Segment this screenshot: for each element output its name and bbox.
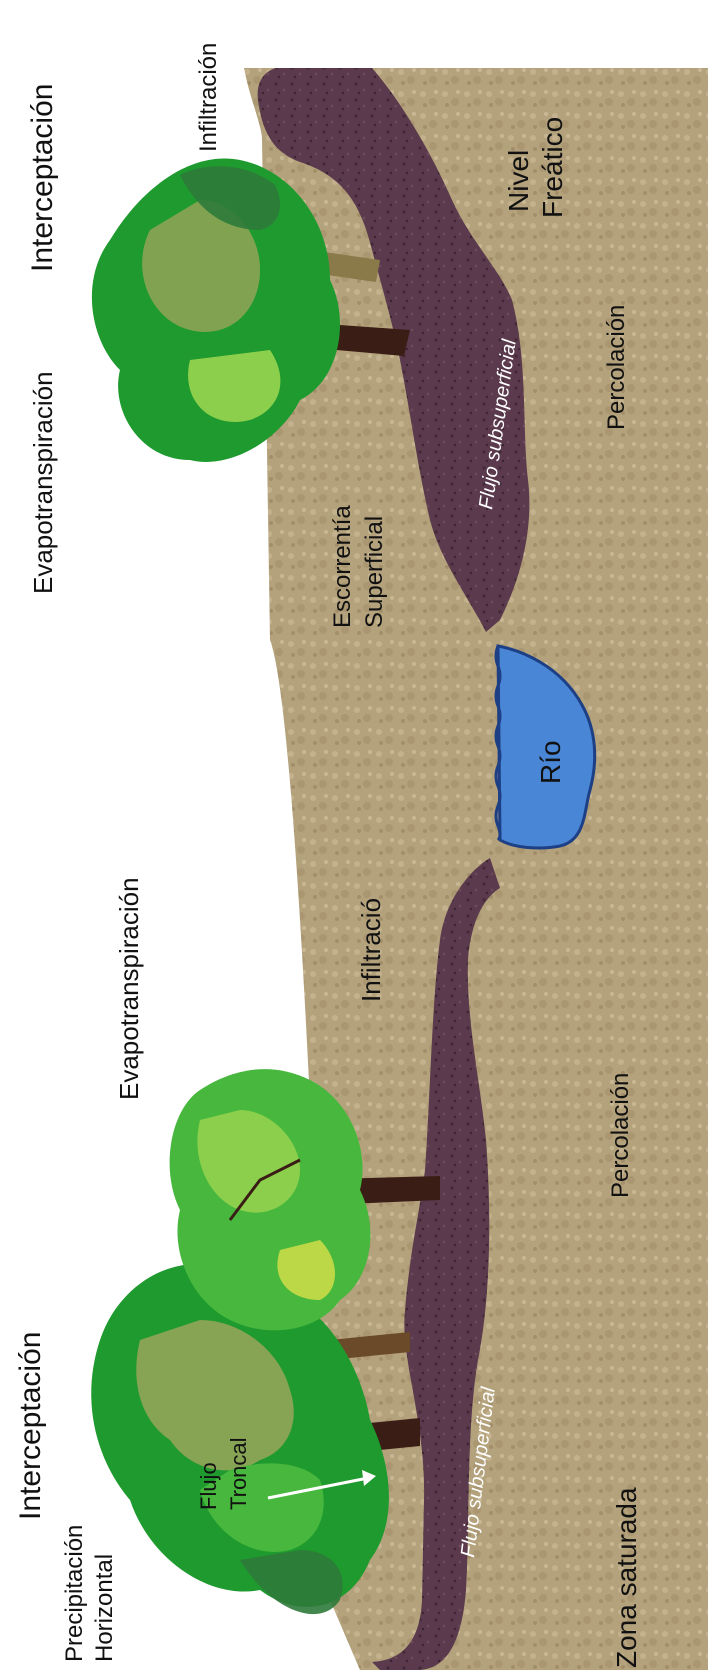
label-interceptacion-right: Interceptación (26, 84, 59, 272)
label-precipitacion-horizontal-line2: Horizontal (91, 1554, 118, 1662)
label-zona-saturada: Zona saturada (611, 1487, 642, 1668)
label-precipitacion-horizontal-line1: Precipitación (61, 1525, 88, 1662)
label-nivel-freatico-line2: Freático (537, 117, 568, 218)
label-infiltracion-right: Infiltración (195, 43, 222, 152)
label-escorrentia-line2: Superficial (361, 516, 388, 628)
label-percolacion-left: Percolación (607, 1073, 634, 1198)
label-infiltracion-left: Infiltració (356, 898, 386, 1002)
label-interceptacion-left: Interceptación (14, 1332, 47, 1520)
label-evapotranspiracion-left: Evapotranspiración (114, 877, 144, 1100)
label-flujo-troncal-line2: Troncal (226, 1437, 251, 1510)
label-escorrentia-line1: Escorrentía (329, 505, 356, 628)
label-flujo-troncal-line1: Flujo (196, 1462, 221, 1510)
label-nivel-freatico-line1: Nivel (503, 150, 534, 212)
label-rio: Río (535, 740, 566, 784)
label-percolacion-right: Percolación (603, 305, 630, 430)
label-evapotranspiracion-right: Evapotranspiración (28, 371, 58, 594)
